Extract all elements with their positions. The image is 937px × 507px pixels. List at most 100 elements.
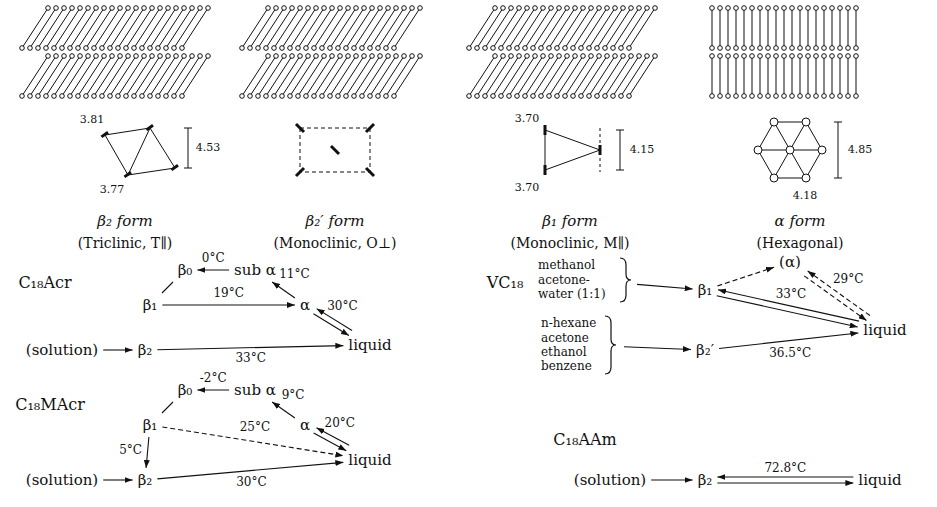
label-text: α form xyxy=(774,213,827,230)
label-text: 3.81 xyxy=(79,114,106,127)
phase-node: β₂ xyxy=(136,471,155,489)
temperature-label: 36.5°C xyxy=(768,347,812,361)
phase-label: methanol acetone- water (1:1) xyxy=(538,258,620,301)
transition-arrow xyxy=(162,402,173,413)
phase-node: liquid xyxy=(346,451,393,469)
phase-node: β₀ xyxy=(176,261,195,279)
monoclinic-subcell xyxy=(545,125,624,175)
chain-stacks xyxy=(20,6,859,99)
phase-label: sub α xyxy=(234,381,276,399)
phase-node: liquid xyxy=(861,321,908,339)
phase-node: β₂ xyxy=(696,471,715,489)
phase-label: β₂ xyxy=(138,341,153,359)
phase-node: (solution) xyxy=(24,471,100,489)
phase-label: n-hexane acetone ethanol benzene xyxy=(541,316,607,374)
orthorhombic-subcell xyxy=(296,124,374,176)
phase-node: β₂′ xyxy=(694,341,716,359)
temperature-label: 5°C xyxy=(118,444,143,458)
transition-arrow xyxy=(272,282,295,298)
phase-label: (α) xyxy=(779,253,801,271)
temperature-label: 11°C xyxy=(278,268,310,282)
label-text: VC₁₈ xyxy=(486,274,525,292)
label-text: (Monoclinic, M∥) xyxy=(510,235,631,251)
transition-arrow xyxy=(162,304,295,305)
label-text: C₁₈Acr xyxy=(17,274,72,292)
transition-arrow xyxy=(103,349,132,350)
temperature-label: -2°C xyxy=(199,372,228,386)
phase-node: β₀ xyxy=(176,381,195,399)
solvent-braces xyxy=(605,258,631,374)
temperature-label: 29°C xyxy=(832,273,864,287)
temperature-label: 25°C xyxy=(239,421,271,435)
temperature-label: 33°C xyxy=(234,352,266,366)
phase-node: α xyxy=(298,416,312,434)
phase-label: liquid xyxy=(858,471,901,489)
label-text: C₁₈MAcr xyxy=(14,396,86,414)
label-text: 3.77 xyxy=(99,184,126,197)
label-text: 4.15 xyxy=(629,144,656,157)
phase-node: (solution) xyxy=(572,471,648,489)
transition-arrow xyxy=(146,437,149,468)
phase-label: β₁ xyxy=(143,296,158,314)
triclinic-subcell xyxy=(101,124,192,178)
label-text: C₁₈AAm xyxy=(552,431,617,449)
phase-node: sub α xyxy=(232,261,278,279)
phase-node: (α) xyxy=(777,253,803,271)
phase-label: α xyxy=(300,296,310,314)
phase-node: α xyxy=(298,296,312,314)
label-text: (Triclinic, T∥) xyxy=(77,235,173,251)
label-text: 3.70 xyxy=(514,113,541,126)
phase-label: α xyxy=(300,416,310,434)
label-text: 4.53 xyxy=(195,142,222,155)
phase-label: β₂ xyxy=(138,471,153,489)
transition-arrow xyxy=(103,479,132,480)
phase-node: liquid xyxy=(346,336,393,354)
label-text: (Monoclinic, O⊥) xyxy=(273,235,398,251)
phase-node: n-hexane acetone ethanol benzene xyxy=(539,316,621,374)
phase-node: (solution) xyxy=(24,341,100,359)
label-text: 4.85 xyxy=(847,144,874,157)
transition-arrow xyxy=(314,433,347,451)
phase-node: β₂ xyxy=(136,341,155,359)
label-text: (Hexagonal) xyxy=(756,235,845,251)
phase-label: β₀ xyxy=(178,381,193,399)
phase-label: β₁ xyxy=(143,416,158,434)
transition-arrow xyxy=(717,267,774,286)
phase-label: β₂′ xyxy=(696,341,714,359)
label-text: 4.18 xyxy=(792,190,819,203)
transition-arrow xyxy=(717,476,853,477)
phase-label: sub α xyxy=(234,261,276,279)
temperature-label: 9°C xyxy=(281,389,306,403)
label-text: β₁ form xyxy=(541,213,598,230)
transition-arrow xyxy=(651,479,692,480)
phase-label: liquid xyxy=(863,321,906,339)
phase-node: β₁ xyxy=(141,416,160,434)
transition-arrow xyxy=(197,389,229,390)
phase-label: β₁ xyxy=(698,281,713,299)
transition-arrow xyxy=(808,271,870,316)
temperature-label: 72.8°C xyxy=(763,462,807,476)
phase-node: liquid xyxy=(856,471,903,489)
phase-label: liquid xyxy=(348,336,391,354)
transition-arrow xyxy=(717,482,853,483)
phase-node: methanol acetone- water (1:1) xyxy=(536,258,634,301)
phase-node: β₁ xyxy=(141,296,160,314)
phase-label: (solution) xyxy=(26,341,98,359)
temperature-label: 19°C xyxy=(212,287,244,301)
transition-arrow xyxy=(272,402,295,418)
phase-node: β₁ xyxy=(696,281,715,299)
transition-arrow xyxy=(624,347,691,350)
phase-label: (solution) xyxy=(26,471,98,489)
phase-label: β₂ xyxy=(698,471,713,489)
phase-label: (solution) xyxy=(574,471,646,489)
temperature-label: 20°C xyxy=(324,417,356,431)
transition-arrow xyxy=(157,346,343,350)
label-text: β₂′ form xyxy=(305,213,366,230)
hexagonal-subcell xyxy=(754,118,842,182)
label-text: β₂ form xyxy=(96,213,153,230)
phase-node: sub α xyxy=(232,381,278,399)
temperature-label: 30°C xyxy=(235,476,267,490)
temperature-label: 0°C xyxy=(201,252,226,266)
transition-arrow xyxy=(197,269,229,270)
